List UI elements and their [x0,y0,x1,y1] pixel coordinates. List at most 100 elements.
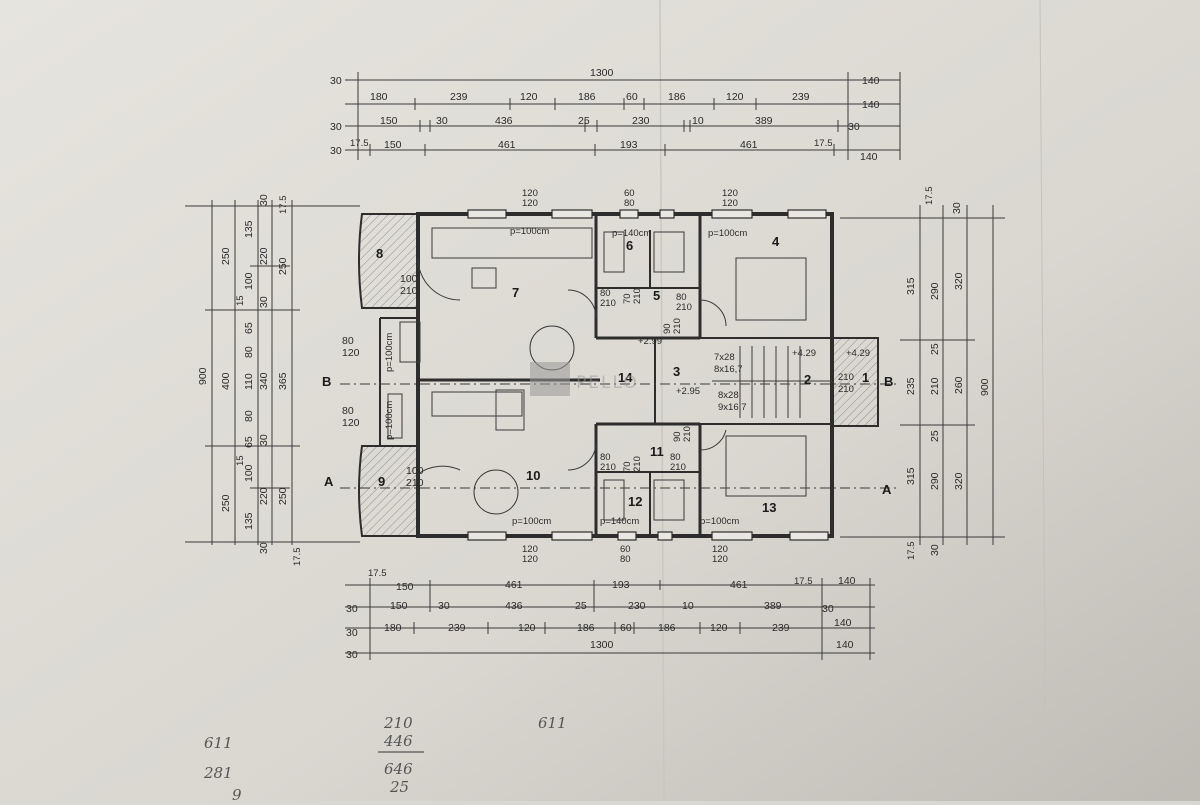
right-dimension-lines [840,205,1005,545]
dim-text: 60 [624,188,635,199]
level-mark: +4.29 [846,348,870,359]
room-number: 1 [862,370,869,385]
section-marker-b-left: B [322,374,331,389]
dim-text: 250 [220,494,232,512]
dim-text: 15 [235,455,246,466]
dim-text: 320 [953,272,965,290]
handwritten-note: 210 [383,714,413,732]
left-dimension-lines [185,200,360,545]
door-size: 80 [676,292,687,303]
dim-text: 340 [258,372,270,390]
dim-text: 120 [712,544,728,555]
room-numbers: 1 2 3 4 5 6 7 8 9 10 11 12 13 14 [376,234,869,515]
stair-note: 8x28 [718,390,739,401]
opening-annotations: p=100cm p=140cm p=100cm p=100cm p=140cm … [342,226,870,527]
dim-text: 60 [620,622,632,634]
dim-text: 140 [862,99,880,111]
room-number: 2 [804,372,811,387]
door-size: 70 [622,293,633,304]
dim-text: 150 [390,600,408,612]
top-dimension-lines [345,72,901,160]
window-note: p=140cm [600,516,639,527]
dim-text: 110 [243,373,255,390]
handwritten-note: 646 [384,760,413,778]
dim-text: 186 [668,91,686,103]
dim-text: 1300 [590,67,614,79]
handwritten-note: 611 [204,734,233,752]
dim-text: 80 [243,410,255,422]
dim-text: 290 [929,472,941,490]
dim-text: 120 [722,198,738,209]
dim-text: 30 [258,434,270,446]
dim-text: 436 [505,600,523,612]
dim-text: 15 [235,295,246,306]
room-number: 11 [650,444,664,459]
door-size: 210 [838,372,854,383]
dim-text: 30 [346,627,358,639]
dim-text: 65 [243,436,255,448]
dim-text: 17.5 [924,187,935,206]
handwritten-note: 446 [383,732,413,750]
dim-text: 290 [929,282,941,300]
dim-text: 120 [522,198,538,209]
dim-text: 239 [772,622,790,634]
dim-text: 100 [243,464,255,482]
dim-text: 25 [575,600,587,612]
handwritten-note: 611 [538,714,567,732]
door-size: 210 [682,426,693,442]
dim-text: 80 [243,346,255,358]
dim-text: 180 [384,622,402,634]
window-note: p=100cm [512,516,551,527]
dim-text: 235 [905,377,917,395]
door-size: 210 [600,298,616,309]
balconies [358,213,879,537]
window-note: p=100cm [384,333,395,372]
dim-text: 30 [258,542,270,554]
dim-text: 230 [628,600,646,612]
section-lines [340,383,896,489]
dim-text: 17.5 [350,138,369,149]
dim-text: 220 [258,247,270,265]
dim-text: 30 [929,544,941,556]
door-size: 80 [670,452,681,463]
section-marker-a-right: A [882,482,892,497]
dim-text: 30 [436,115,448,127]
dim-text: 120 [518,622,536,634]
door-size: 210 [400,285,418,297]
bottom-dimension-lines [345,578,875,660]
section-marker-a-left: A [324,474,334,489]
dim-text: 900 [979,378,991,396]
door-size: 210 [632,288,643,304]
paper-fold [1039,0,1047,802]
dim-text: 30 [822,603,834,615]
dim-text: 30 [951,202,963,214]
dim-text: 17.5 [368,568,387,579]
dim-text: 250 [277,257,289,275]
dim-text: 400 [220,372,232,390]
dim-text: 186 [658,622,676,634]
door-size: 90 [662,323,673,334]
handwritten-note: 281 [203,764,233,782]
dim-text: 30 [330,145,342,157]
watermark-logo-icon [530,362,570,396]
room-number: 8 [376,246,383,261]
dim-text: 17.5 [278,196,289,215]
room-number: 5 [653,288,660,303]
dim-text: 230 [632,115,650,127]
stair-note: 7x28 [714,352,735,363]
door-size: 80 [342,335,354,347]
door-size: 210 [600,462,616,473]
room-number: 4 [772,234,780,249]
dim-text: 120 [710,622,728,634]
dim-text: 100 [243,272,255,290]
dim-text: 30 [330,121,342,133]
door-size: 210 [632,456,643,472]
dim-text: 220 [258,487,270,505]
dim-text: 10 [692,115,704,127]
window-note: p=140cm [612,228,651,239]
dim-text: 30 [848,121,860,133]
dim-text: 80 [620,554,631,565]
stair-note: 8x16,7 [714,364,743,375]
